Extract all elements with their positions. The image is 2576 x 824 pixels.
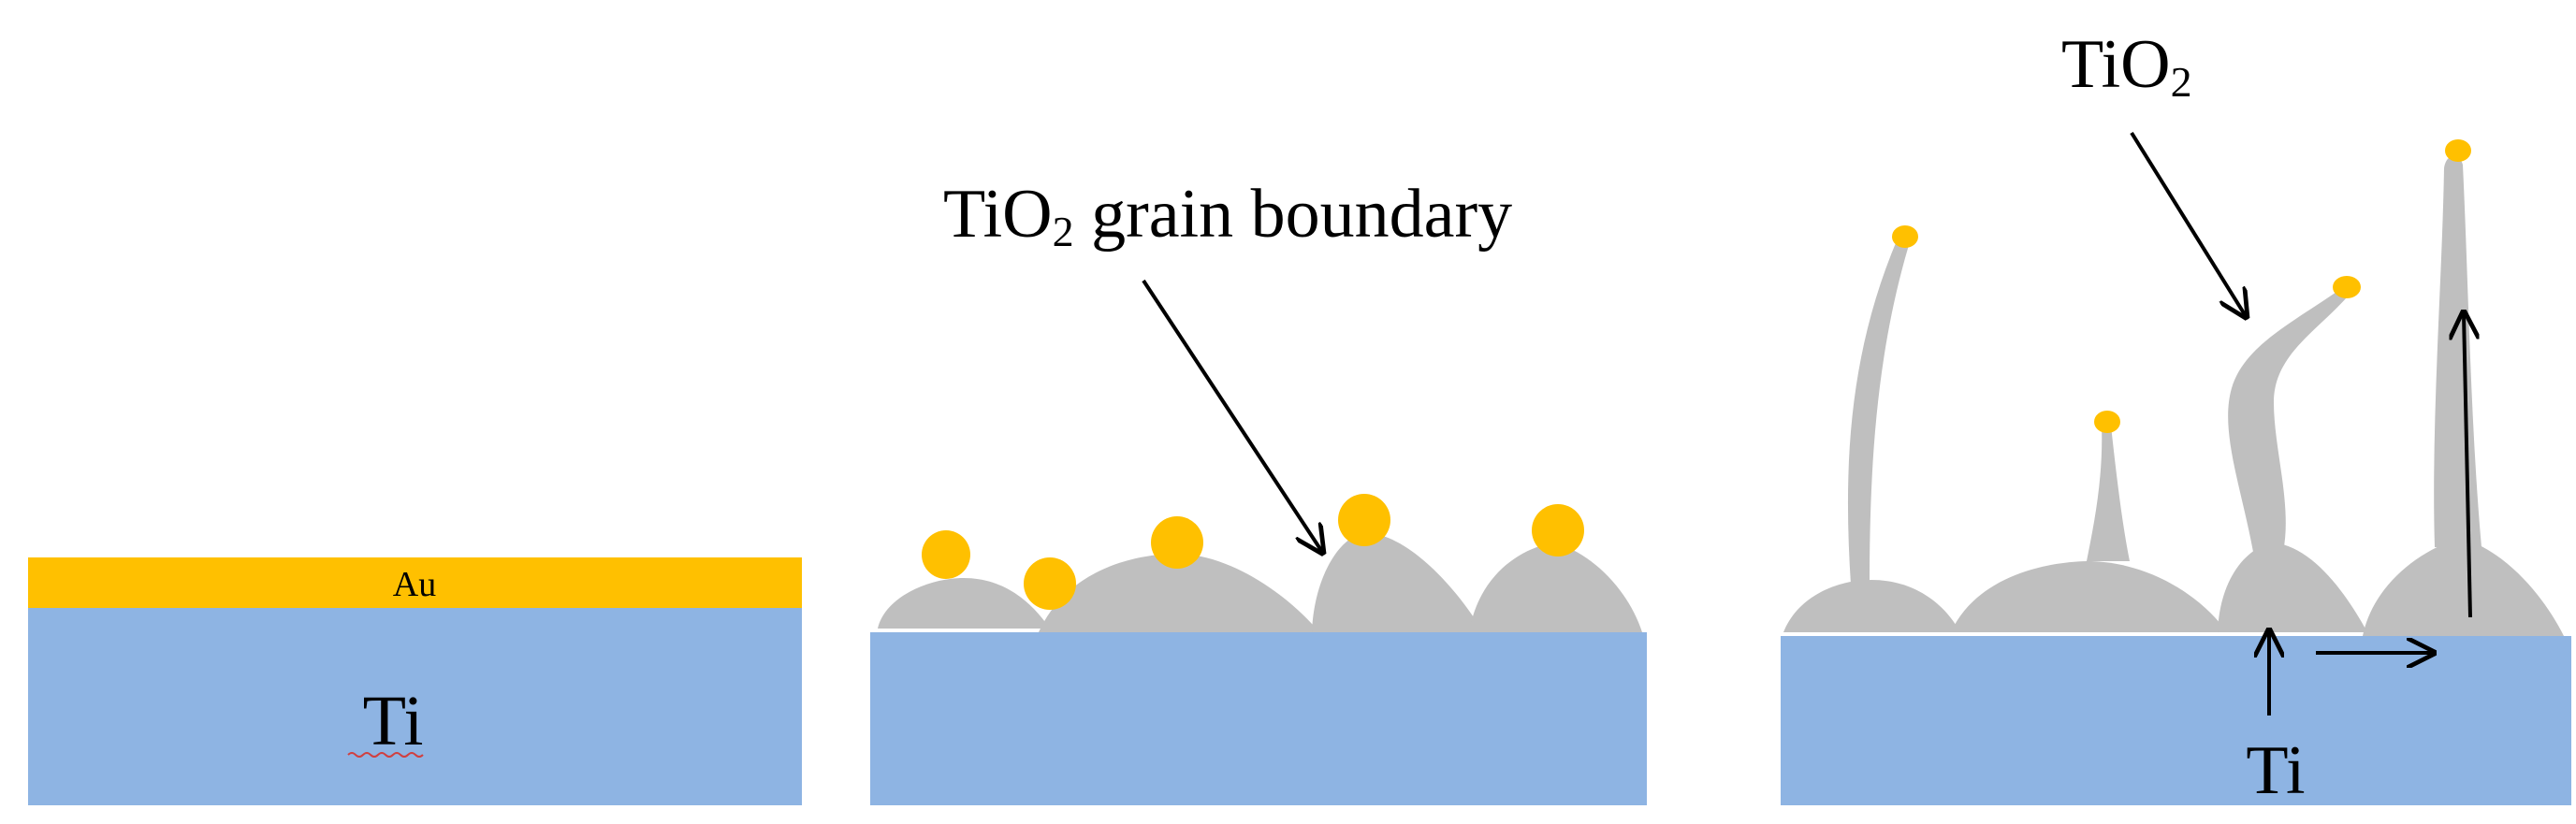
au-particle — [1024, 557, 1076, 610]
au-particle — [922, 530, 970, 579]
tio2-label: TiO2 — [2061, 26, 2192, 106]
tio2-nanowire — [2434, 155, 2481, 547]
au-label: Au — [393, 565, 436, 604]
tio2-nanowire — [2087, 426, 2130, 561]
au-particle — [1151, 516, 1203, 569]
tio2-grain — [2218, 542, 2367, 632]
ti-substrate — [870, 632, 1647, 805]
au-particle — [1338, 494, 1390, 546]
tio2-grain — [1783, 580, 1960, 632]
tio2-grain — [1469, 542, 1642, 632]
ti-vertical-arrow — [2464, 313, 2470, 618]
au-layer — [28, 557, 802, 608]
au-particle — [2094, 411, 2120, 433]
tio2-grain — [878, 578, 1050, 629]
au-particle — [1892, 225, 1918, 248]
au-particle — [2445, 139, 2471, 162]
panel-2: TiO2 grain boundary — [870, 176, 1647, 805]
grain-boundary-arrow — [1142, 279, 1322, 552]
au-particle — [2333, 276, 2361, 298]
ti-label: Ti — [2246, 732, 2305, 809]
tio2-grain — [1312, 532, 1483, 632]
panel-1: Au Ti — [28, 557, 802, 805]
panel-3: TiO2 Ti — [1781, 26, 2571, 809]
tio2-grain — [1039, 554, 1319, 632]
grain-boundary-label: TiO2 grain boundary — [943, 176, 1512, 255]
tio2-grain — [2363, 538, 2564, 636]
au-particle — [1532, 504, 1584, 557]
tio2-nanowire — [2228, 290, 2347, 552]
ti-substrate — [28, 608, 802, 805]
tio2-grain — [1951, 561, 2227, 632]
tio2-nanowire — [1847, 239, 1909, 585]
ti-substrate — [1781, 636, 2571, 805]
ti-label: Ti — [363, 682, 424, 760]
tio2-pointer-arrow — [2130, 131, 2246, 316]
spellcheck-underline — [347, 752, 424, 758]
